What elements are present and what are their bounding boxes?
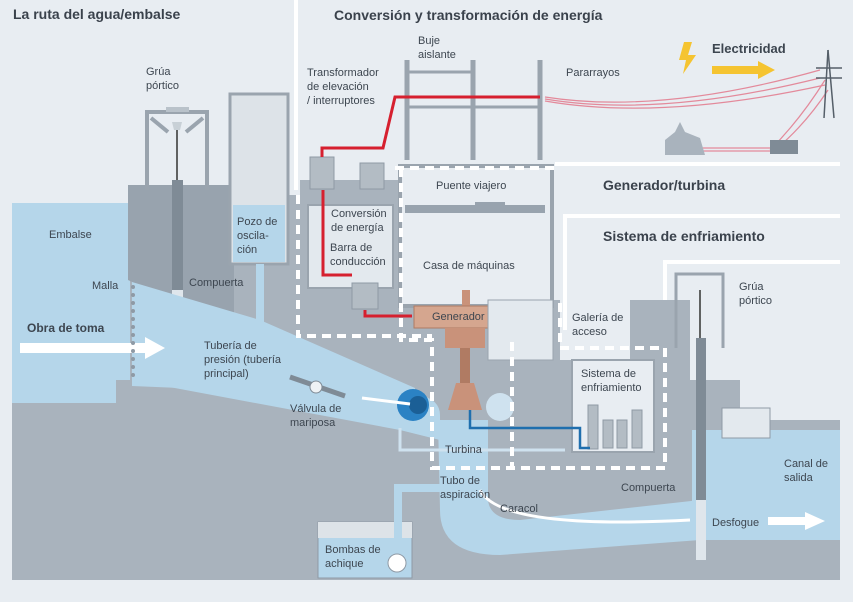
cooling-pipe: [468, 410, 590, 450]
screen-dot: [131, 317, 135, 321]
label-transformer: Transformador de elevación / interruptor…: [307, 67, 379, 107]
label-generator: Generador: [432, 311, 485, 323]
label-cooling-box: Sistema de enfriamiento: [581, 368, 642, 394]
label-penstock: Tubería de presión (tubería principal): [204, 340, 282, 380]
label-butterfly-valve: Válvula de mariposa: [290, 403, 342, 429]
divider-cooling-inner: [663, 260, 840, 300]
reservoir-water: [12, 203, 132, 403]
switchyard: [404, 60, 543, 160]
label-gantry-crane-left: Grúa pórtico: [146, 66, 180, 92]
screen-dot: [131, 365, 135, 369]
transformers: [309, 156, 385, 310]
label-draft-tube: Tubo de aspiración: [440, 475, 491, 501]
label-reservoir: Embalse: [49, 229, 92, 241]
section-title-generator-turbine: Generador/turbina: [603, 177, 726, 193]
label-spiral-case: Caracol: [500, 503, 538, 515]
label-powerhouse: Casa de máquinas: [423, 260, 515, 272]
label-bushing: Buje aislante: [418, 35, 456, 61]
dashed-outlines: [296, 166, 667, 470]
label-tailrace-channel: Canal de salida: [784, 458, 829, 484]
village: [665, 122, 705, 155]
screen-dot: [131, 325, 135, 329]
label-gantry-crane-right: Grúa pórtico: [739, 281, 773, 307]
screen-dot: [131, 349, 135, 353]
gantry-crane-right: [674, 272, 725, 348]
access-gallery-room: [487, 299, 554, 361]
screen-dot: [131, 285, 135, 289]
transmission-lines: [544, 69, 829, 152]
tailrace-arrow: [768, 512, 825, 530]
label-surge-arrester: Pararrayos: [566, 67, 620, 79]
substation: [770, 140, 798, 154]
label-energy-conversion: Conversión de energía: [331, 208, 387, 234]
label-turbine: Turbina: [445, 444, 482, 456]
power-line: [320, 95, 540, 157]
gate-shaft-right: [696, 338, 706, 560]
label-drainage-pumps: Bombas de achique: [325, 544, 381, 570]
section-title-water-route: La ruta del agua/embalse: [13, 6, 181, 22]
cooling-units: [587, 404, 643, 450]
label-overhead-crane: Puente viajero: [436, 180, 507, 192]
label-surge-shaft: Pozo de oscila- ción: [237, 216, 278, 256]
busbar-line: [321, 190, 352, 277]
gate-shaft-left: [172, 180, 183, 385]
screen-dot: [131, 373, 135, 377]
screen-dot: [131, 293, 135, 297]
pump: [387, 553, 407, 573]
label-access-gallery: Galería de acceso: [572, 312, 624, 338]
butterfly-valve: [289, 374, 346, 399]
intake-arrow: [20, 337, 165, 359]
label-screen: Malla: [92, 280, 119, 292]
label-tailrace: Desfogue: [712, 517, 760, 529]
screen-dot: [131, 357, 135, 361]
screen-dot: [131, 301, 135, 305]
powerhouse: [398, 164, 554, 308]
lightning-icon: [679, 42, 696, 74]
pylon: [816, 49, 842, 119]
label-gate-left: Compuerta: [189, 277, 244, 289]
label-gate-right: Compuerta: [621, 482, 676, 494]
screen-dot: [131, 309, 135, 313]
screen-dot: [131, 333, 135, 337]
section-title-cooling-system: Sistema de enfriamiento: [603, 228, 765, 244]
label-intake: Obra de toma: [27, 321, 105, 335]
trash-screen: [131, 285, 135, 377]
label-electricity: Electricidad: [712, 41, 786, 56]
divider-cooling: [563, 214, 840, 330]
electricity-arrow: [712, 61, 775, 79]
section-title-conversion: Conversión y transformación de energía: [334, 7, 603, 23]
screen-dot: [131, 341, 135, 345]
label-busbar: Barra de conducción: [330, 242, 386, 268]
